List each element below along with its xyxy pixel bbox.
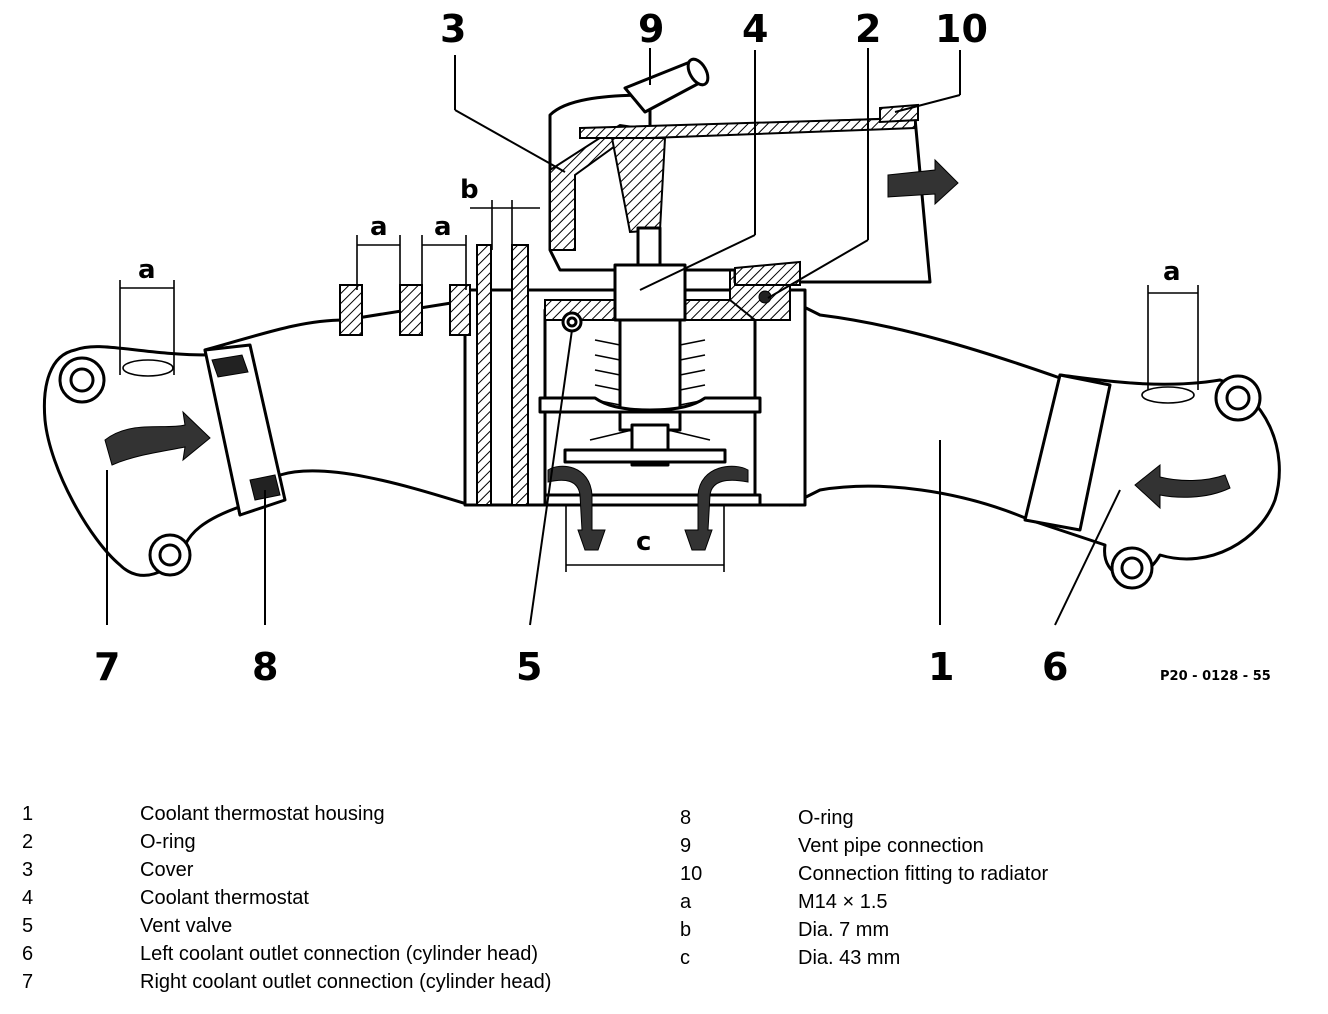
- callout-9: 9: [638, 7, 664, 51]
- legend-key: 6: [22, 943, 34, 965]
- callout-8: 8: [252, 645, 278, 689]
- legend-description: Right coolant outlet connection (cylinde…: [140, 971, 552, 993]
- legend-description: Coolant thermostat: [140, 887, 309, 909]
- leader-lines: [106, 48, 1121, 626]
- callout-10: 10: [935, 7, 988, 51]
- callout-6: 6: [1042, 645, 1068, 689]
- legend-key: 4: [22, 887, 34, 909]
- legend-description: Dia. 43 mm: [798, 947, 901, 969]
- right-coolant-outlet-connection: [42, 345, 247, 577]
- legend-description: Dia. 7 mm: [798, 919, 890, 941]
- flow-arrows-outlet: [547, 465, 749, 551]
- legend-key: 2: [22, 831, 34, 853]
- legend-description: O-ring: [140, 831, 196, 853]
- callout-3: 3: [440, 7, 466, 51]
- legend-description: M14 × 1.5: [798, 891, 888, 913]
- legend: 1 Coolant thermostat housing 2 O-ring 3 Cover…: [0, 800, 1328, 1014]
- legend-key: a: [680, 891, 692, 913]
- vent-pipe-connection: [623, 57, 710, 114]
- legend-description: Vent valve: [140, 915, 233, 937]
- callout-2: 2: [855, 7, 881, 51]
- figure-reference: P20 - 0128 - 55: [1160, 669, 1271, 684]
- legend-description: Vent pipe connection: [798, 835, 984, 857]
- thermostat-cross-section-diagram: 3 9 4 2 10 7 8 5 1 6 a a a b c a P20 - 0…: [42, 7, 1281, 689]
- threaded-sockets: [339, 284, 471, 336]
- callout-5: 5: [516, 645, 542, 689]
- legend-description: Left coolant outlet connection (cylinder…: [140, 943, 539, 965]
- legend-description: Cover: [140, 859, 194, 881]
- dimension-label-c: c: [636, 527, 651, 557]
- legend-description: O-ring: [798, 807, 854, 829]
- legend-key: 9: [680, 835, 692, 857]
- dimension-label-a-mid2: a: [434, 212, 452, 242]
- callout-7: 7: [94, 645, 120, 689]
- legend-key: 3: [22, 859, 34, 881]
- dimension-label-b: b: [460, 175, 479, 205]
- legend-key: c: [680, 947, 690, 969]
- dimension-lines: [119, 200, 1199, 572]
- dimension-label-a-left: a: [138, 255, 156, 285]
- legend-description: Coolant thermostat housing: [140, 803, 385, 825]
- callout-1: 1: [928, 645, 954, 689]
- vent-valve: [561, 311, 583, 333]
- left-coolant-outlet-connection: [1023, 373, 1281, 590]
- legend-key: 8: [680, 807, 692, 829]
- legend-key: 7: [22, 971, 34, 993]
- dimension-label-a-mid1: a: [370, 212, 388, 242]
- o-ring-sleeve: [203, 343, 287, 517]
- legend-description: Connection fitting to radiator: [798, 863, 1049, 885]
- dimension-label-a-right: a: [1163, 257, 1181, 287]
- legend-key: b: [680, 919, 692, 941]
- legend-key: 5: [22, 915, 34, 937]
- coolant-thermostat: [538, 226, 762, 467]
- legend-key: 1: [22, 803, 34, 825]
- legend-key: 10: [680, 863, 703, 885]
- callout-4: 4: [742, 7, 768, 51]
